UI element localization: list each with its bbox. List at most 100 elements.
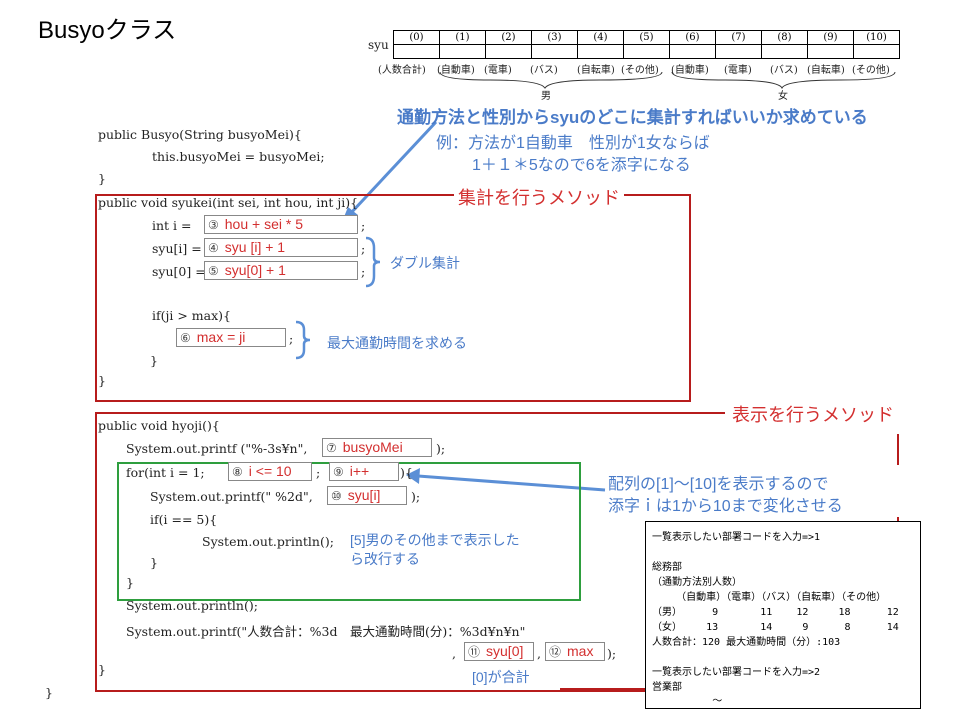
page-title: Busyoクラス [38, 17, 177, 44]
syu-caption-9: (自転車) [807, 65, 845, 76]
code-for-close: ){ [400, 465, 413, 480]
console-line: （通勤方法別人数） [652, 577, 742, 588]
array-note-arrow [417, 474, 606, 492]
syu-caption-0: (人数合計) [378, 65, 426, 76]
double-count-brace [365, 236, 381, 288]
answer-11-value: syu[0] [486, 643, 524, 659]
answer-11-box: ⑪ syu[0] [464, 642, 534, 661]
answer-5-box: ⑤ syu[0] + 1 [204, 261, 358, 280]
array-note-arrowhead [406, 468, 420, 484]
female-label: 女 [778, 91, 788, 102]
syu-caption-1: (自動車) [437, 65, 475, 76]
console-line: 一覧表示したい部署コードを入力=>1 [652, 532, 821, 543]
answer-9-num: ⑨ [333, 465, 344, 479]
hyoji-box-top-extension [655, 412, 725, 414]
explanation-headline: 通勤方法と性別からsyuのどこに集計すればいいか求めている [397, 108, 868, 127]
answer-3-value: hou + sei * 5 [224, 216, 303, 232]
code-if-i5: if(i == 5){ [150, 512, 218, 527]
syu-caption-3: (バス) [530, 65, 558, 76]
answer-4-num: ④ [208, 241, 219, 255]
code-printf3-close: ); [607, 646, 617, 661]
syu-caption-7: (電車) [724, 65, 752, 76]
answer-12-num: ⑫ [549, 645, 562, 659]
syukei-signature: public void syukei(int sei, int hou, int… [98, 195, 359, 210]
ctor-body: this.busyoMei = busyoMei; [152, 149, 325, 164]
answer-10-value: syu[i] [347, 487, 381, 503]
total-note: [0]が合計 [472, 669, 530, 685]
newline-note-line2: ら改行する [350, 551, 420, 567]
answer-8-value: i <= 10 [248, 463, 292, 479]
answer-7-value: busyoMei [342, 439, 403, 455]
syu-caption-10: (その他) [852, 65, 890, 76]
console-line: 一覧表示したい部署コードを入力=>2 [652, 667, 821, 678]
console-line: （女） 13 14 9 8 14 [652, 622, 899, 633]
array-note-line1: 配列の[1]～[10]を表示するので [608, 476, 829, 493]
console-line: 営業部 [652, 682, 682, 693]
explanation-line2: 1＋１＊5なので6を添字になる [472, 157, 691, 174]
syukei-method-label: 集計を行うメソッド [454, 184, 624, 210]
syu-caption-6: (自動車) [671, 65, 709, 76]
male-label: 男 [541, 91, 551, 102]
answer-5-value: syu[0] + 1 [224, 262, 286, 278]
syukei-method-box [95, 194, 691, 402]
array-note-line2: 添字ｉは1から10まで変化させる [608, 498, 843, 515]
console-line: 人数合計：120 最大通勤時間（分）:103 [652, 637, 841, 648]
code-syu-i: syu[i] = [152, 241, 202, 256]
double-count-label: ダブル集計 [390, 255, 460, 271]
max-time-label: 最大通勤時間を求める [327, 335, 467, 351]
answer-4-box: ④ syu [i] + 1 [204, 238, 358, 257]
code-println-outer: System.out.println(); [126, 598, 258, 613]
if-i5-close: } [150, 555, 158, 570]
for-close: } [126, 575, 134, 590]
answer-5-num: ⑤ [208, 264, 219, 278]
code-semi-6: ; [289, 331, 294, 346]
code-semi-4: ; [361, 241, 366, 256]
code-comma-2: , [537, 646, 541, 661]
male-brace [439, 71, 663, 89]
code-semi-3: ; [361, 218, 366, 233]
answer-9-box: ⑨ i++ [329, 462, 399, 481]
answer-4-value: syu [i] + 1 [224, 239, 286, 255]
class-close: } [45, 685, 53, 700]
code-printf1-close: ); [436, 441, 446, 456]
ctor-close: } [98, 171, 106, 186]
if-close: } [150, 353, 158, 368]
hyoji-method-label: 表示を行うメソッド [728, 401, 898, 427]
console-line: 総務部 [652, 562, 682, 573]
answer-7-box: ⑦ busyoMei [322, 438, 432, 457]
code-int-i: int i = [152, 218, 192, 233]
answer-7-num: ⑦ [326, 441, 337, 455]
console-line: （自動車）（電車）（バス）（自転車）（その他） [652, 592, 887, 603]
answer-12-value: max [567, 643, 594, 659]
answer-9-value: i++ [349, 463, 370, 479]
answer-8-num: ⑧ [232, 465, 243, 479]
syu-array-table: (0) (1) (2) (3) (4) (5) (6) (7) (8) (9) … [393, 30, 900, 59]
answer-12-box: ⑫ max [545, 642, 605, 661]
answer-3-num: ③ [208, 218, 219, 232]
syu-caption-5: (その他) [621, 65, 659, 76]
syu-cell [853, 44, 900, 59]
syu-caption-2: (電車) [484, 65, 512, 76]
answer-3-box: ③ hou + sei * 5 [204, 215, 358, 234]
code-semi-5: ; [361, 264, 366, 279]
hyoji-close: } [98, 662, 106, 677]
console-line: ～ [652, 696, 723, 707]
code-for: for(int i = 1; [126, 465, 205, 480]
code-printf2: System.out.printf(" %2d", [150, 489, 313, 504]
syu-caption-8: (バス) [770, 65, 798, 76]
answer-10-num: ⑩ [331, 489, 342, 503]
answer-11-num: ⑪ [468, 645, 481, 659]
code-println-inner: System.out.println(); [202, 534, 334, 549]
console-line: （男） 9 11 12 18 12 [652, 607, 899, 618]
answer-6-num: ⑥ [180, 331, 191, 345]
code-semi-8: ; [316, 465, 321, 480]
explanation-line1: 例：方法が1自動車 性別が1女ならば [436, 135, 710, 152]
code-printf1: System.out.printf ("%-3s¥n", [126, 441, 308, 456]
syu-caption-4: (自転車) [577, 65, 615, 76]
newline-note-line1: [5]男のその他まで表示した [350, 532, 520, 548]
code-printf2-close: ); [411, 489, 421, 504]
answer-10-box: ⑩ syu[i] [327, 486, 407, 505]
female-brace [671, 71, 896, 90]
